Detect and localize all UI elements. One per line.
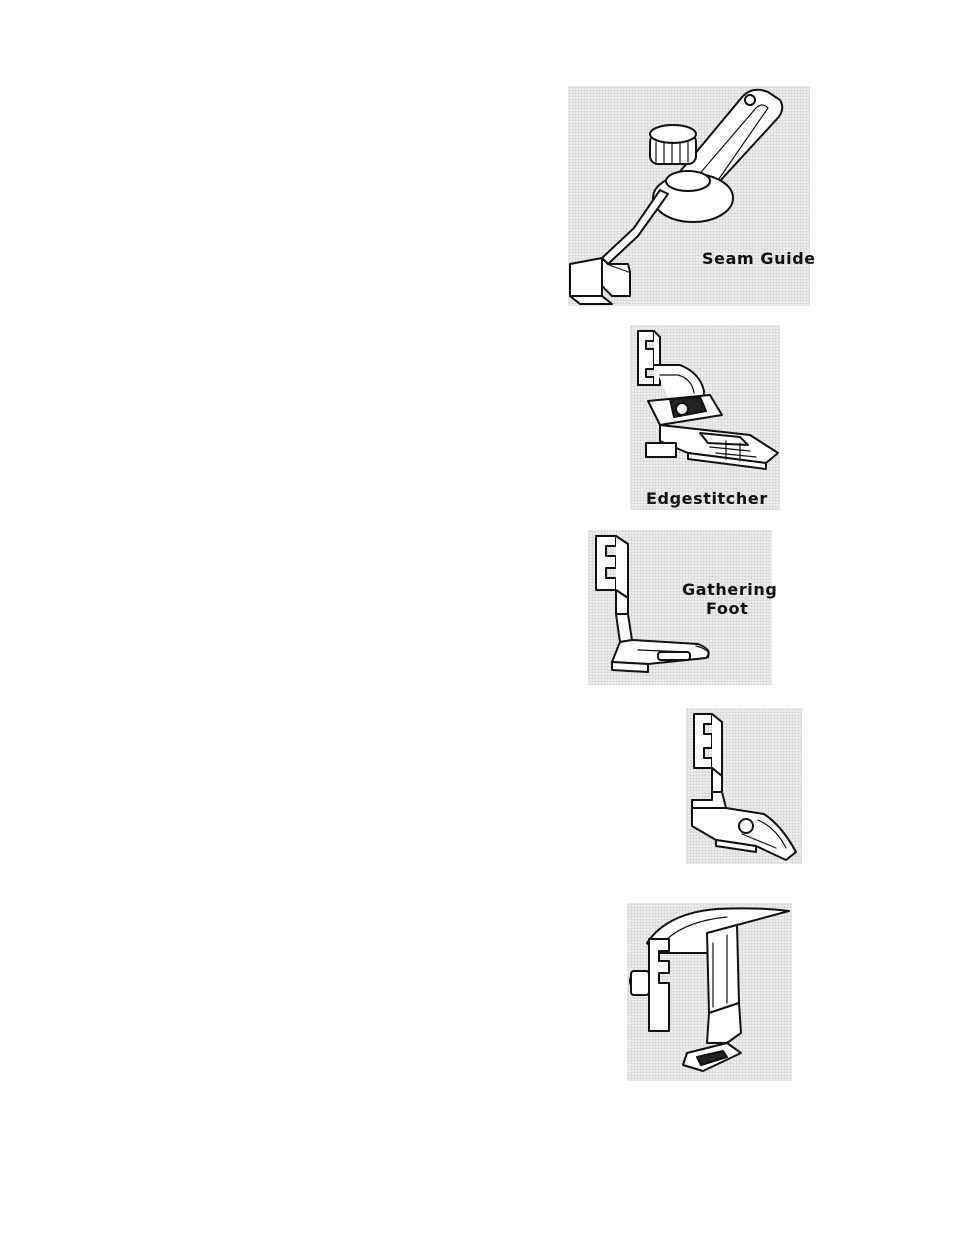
gathering-foot-label-line1: Gathering: [682, 580, 777, 599]
seam-guide-drawing: [568, 86, 810, 306]
gathering-foot-label-line2: Foot: [706, 599, 748, 618]
attachment-foot-drawing: [627, 903, 792, 1081]
seam-guide-illustration: Seam Guide: [568, 86, 810, 306]
edgestitcher-drawing: [630, 325, 780, 485]
edgestitcher-illustration: Edgestitcher: [630, 325, 780, 510]
gathering-foot-illustration: Gathering Foot: [588, 530, 772, 685]
presser-foot-drawing: [686, 708, 802, 864]
presser-foot-illustration: [686, 708, 802, 864]
seam-guide-label: Seam Guide: [702, 249, 816, 268]
attachment-foot-illustration: [627, 903, 792, 1081]
edgestitcher-label: Edgestitcher: [646, 489, 768, 508]
